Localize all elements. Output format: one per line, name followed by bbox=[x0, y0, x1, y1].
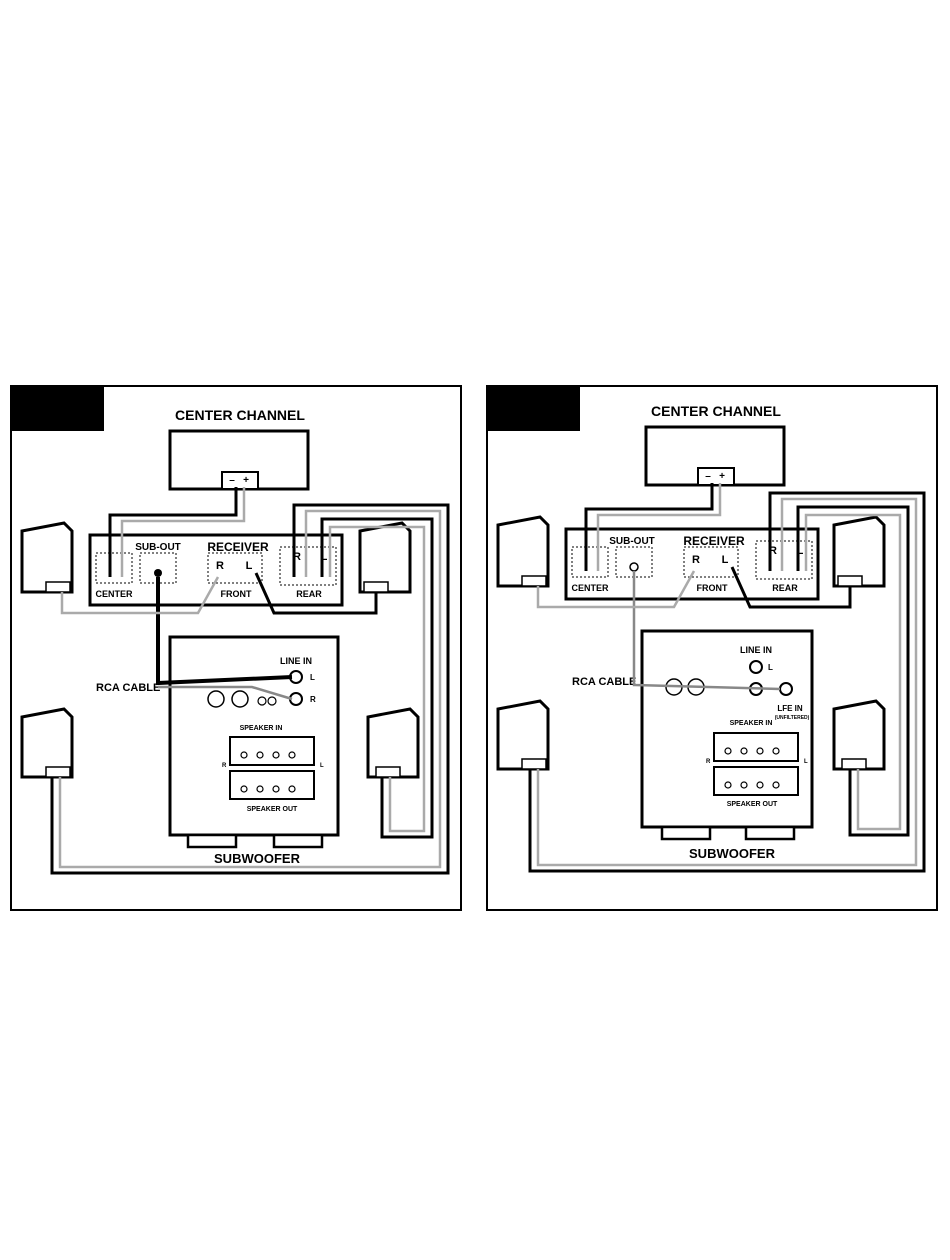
wiring-diagram-line-in: CENTER CHANNEL – + SUB-OUT RECEIVER CENT… bbox=[10, 385, 462, 911]
volume-knob bbox=[208, 691, 224, 707]
svg-text:L: L bbox=[722, 554, 729, 566]
sub-out-jack bbox=[154, 569, 162, 577]
subwoofer bbox=[642, 631, 812, 827]
receiver-label: RECEIVER bbox=[683, 534, 745, 548]
rear-terminal-box bbox=[756, 541, 812, 579]
rear-label: REAR bbox=[296, 589, 322, 599]
wiring-diagram-lfe-in: CENTER CHANNEL – + SUB-OUT RECEIVER CENT… bbox=[486, 385, 938, 911]
speaker-in-terminals bbox=[230, 737, 314, 765]
diagram-canvas: CENTER CHANNEL – + SUB-OUT RECEIVER CENT… bbox=[488, 387, 936, 909]
svg-text:R: R bbox=[310, 695, 316, 704]
center-channel-label: CENTER CHANNEL bbox=[651, 403, 781, 419]
center-terminal-box bbox=[96, 553, 132, 583]
center-label: CENTER bbox=[571, 583, 609, 593]
svg-text:+: + bbox=[719, 471, 725, 482]
speaker-in-terminals bbox=[714, 733, 798, 761]
svg-text:R: R bbox=[706, 759, 711, 765]
svg-text:–: – bbox=[705, 471, 711, 482]
speaker-out-terminals bbox=[230, 771, 314, 799]
center-speaker-terminal bbox=[698, 468, 734, 485]
center-terminal-box bbox=[572, 547, 608, 577]
lfe-in-label: LFE IN bbox=[777, 704, 803, 713]
unfiltered-label: (UNFILTERED) bbox=[775, 715, 810, 721]
receiver-label: RECEIVER bbox=[207, 540, 269, 554]
svg-text:R: R bbox=[222, 763, 227, 769]
sub-out-jack bbox=[630, 563, 638, 571]
center-channel-label: CENTER CHANNEL bbox=[175, 407, 305, 423]
svg-text:L: L bbox=[246, 560, 253, 572]
diagram-canvas: CENTER CHANNEL – + SUB-OUT RECEIVER CENT… bbox=[12, 387, 460, 909]
svg-text:L: L bbox=[320, 763, 324, 769]
center-label: CENTER bbox=[95, 589, 133, 599]
speaker-in-label: SPEAKER IN bbox=[240, 725, 283, 732]
svg-text:R: R bbox=[216, 560, 224, 572]
front-label: FRONT bbox=[697, 583, 728, 593]
corner-tab bbox=[12, 387, 104, 431]
rca-cable-label: RCA CABLE bbox=[96, 682, 160, 694]
line-in-label: LINE IN bbox=[740, 645, 772, 655]
subwoofer-label: SUBWOOFER bbox=[689, 846, 776, 861]
speaker-out-label: SPEAKER OUT bbox=[727, 801, 778, 808]
svg-text:L: L bbox=[310, 673, 315, 682]
rear-terminal-box bbox=[280, 547, 336, 585]
rear-label: REAR bbox=[772, 583, 798, 593]
svg-text:R: R bbox=[692, 554, 700, 566]
sub-out-label: SUB-OUT bbox=[135, 542, 181, 553]
speaker-out-terminals bbox=[714, 767, 798, 795]
rca-cable-label: RCA CABLE bbox=[572, 676, 636, 688]
speaker-in-label: SPEAKER IN bbox=[730, 720, 773, 727]
crossover-knob bbox=[232, 691, 248, 707]
sub-out-label: SUB-OUT bbox=[609, 536, 655, 547]
svg-text:–: – bbox=[229, 475, 235, 486]
svg-text:L: L bbox=[804, 759, 808, 765]
speaker-out-label: SPEAKER OUT bbox=[247, 806, 298, 813]
line-in-label: LINE IN bbox=[280, 656, 312, 666]
line-in-l-jack bbox=[750, 661, 762, 673]
corner-tab bbox=[488, 387, 580, 431]
lfe-in-jack bbox=[780, 683, 792, 695]
subwoofer-label: SUBWOOFER bbox=[214, 851, 301, 866]
center-speaker-terminal bbox=[222, 472, 258, 489]
svg-text:L: L bbox=[768, 663, 773, 672]
svg-text:+: + bbox=[243, 475, 249, 486]
front-label: FRONT bbox=[221, 589, 252, 599]
